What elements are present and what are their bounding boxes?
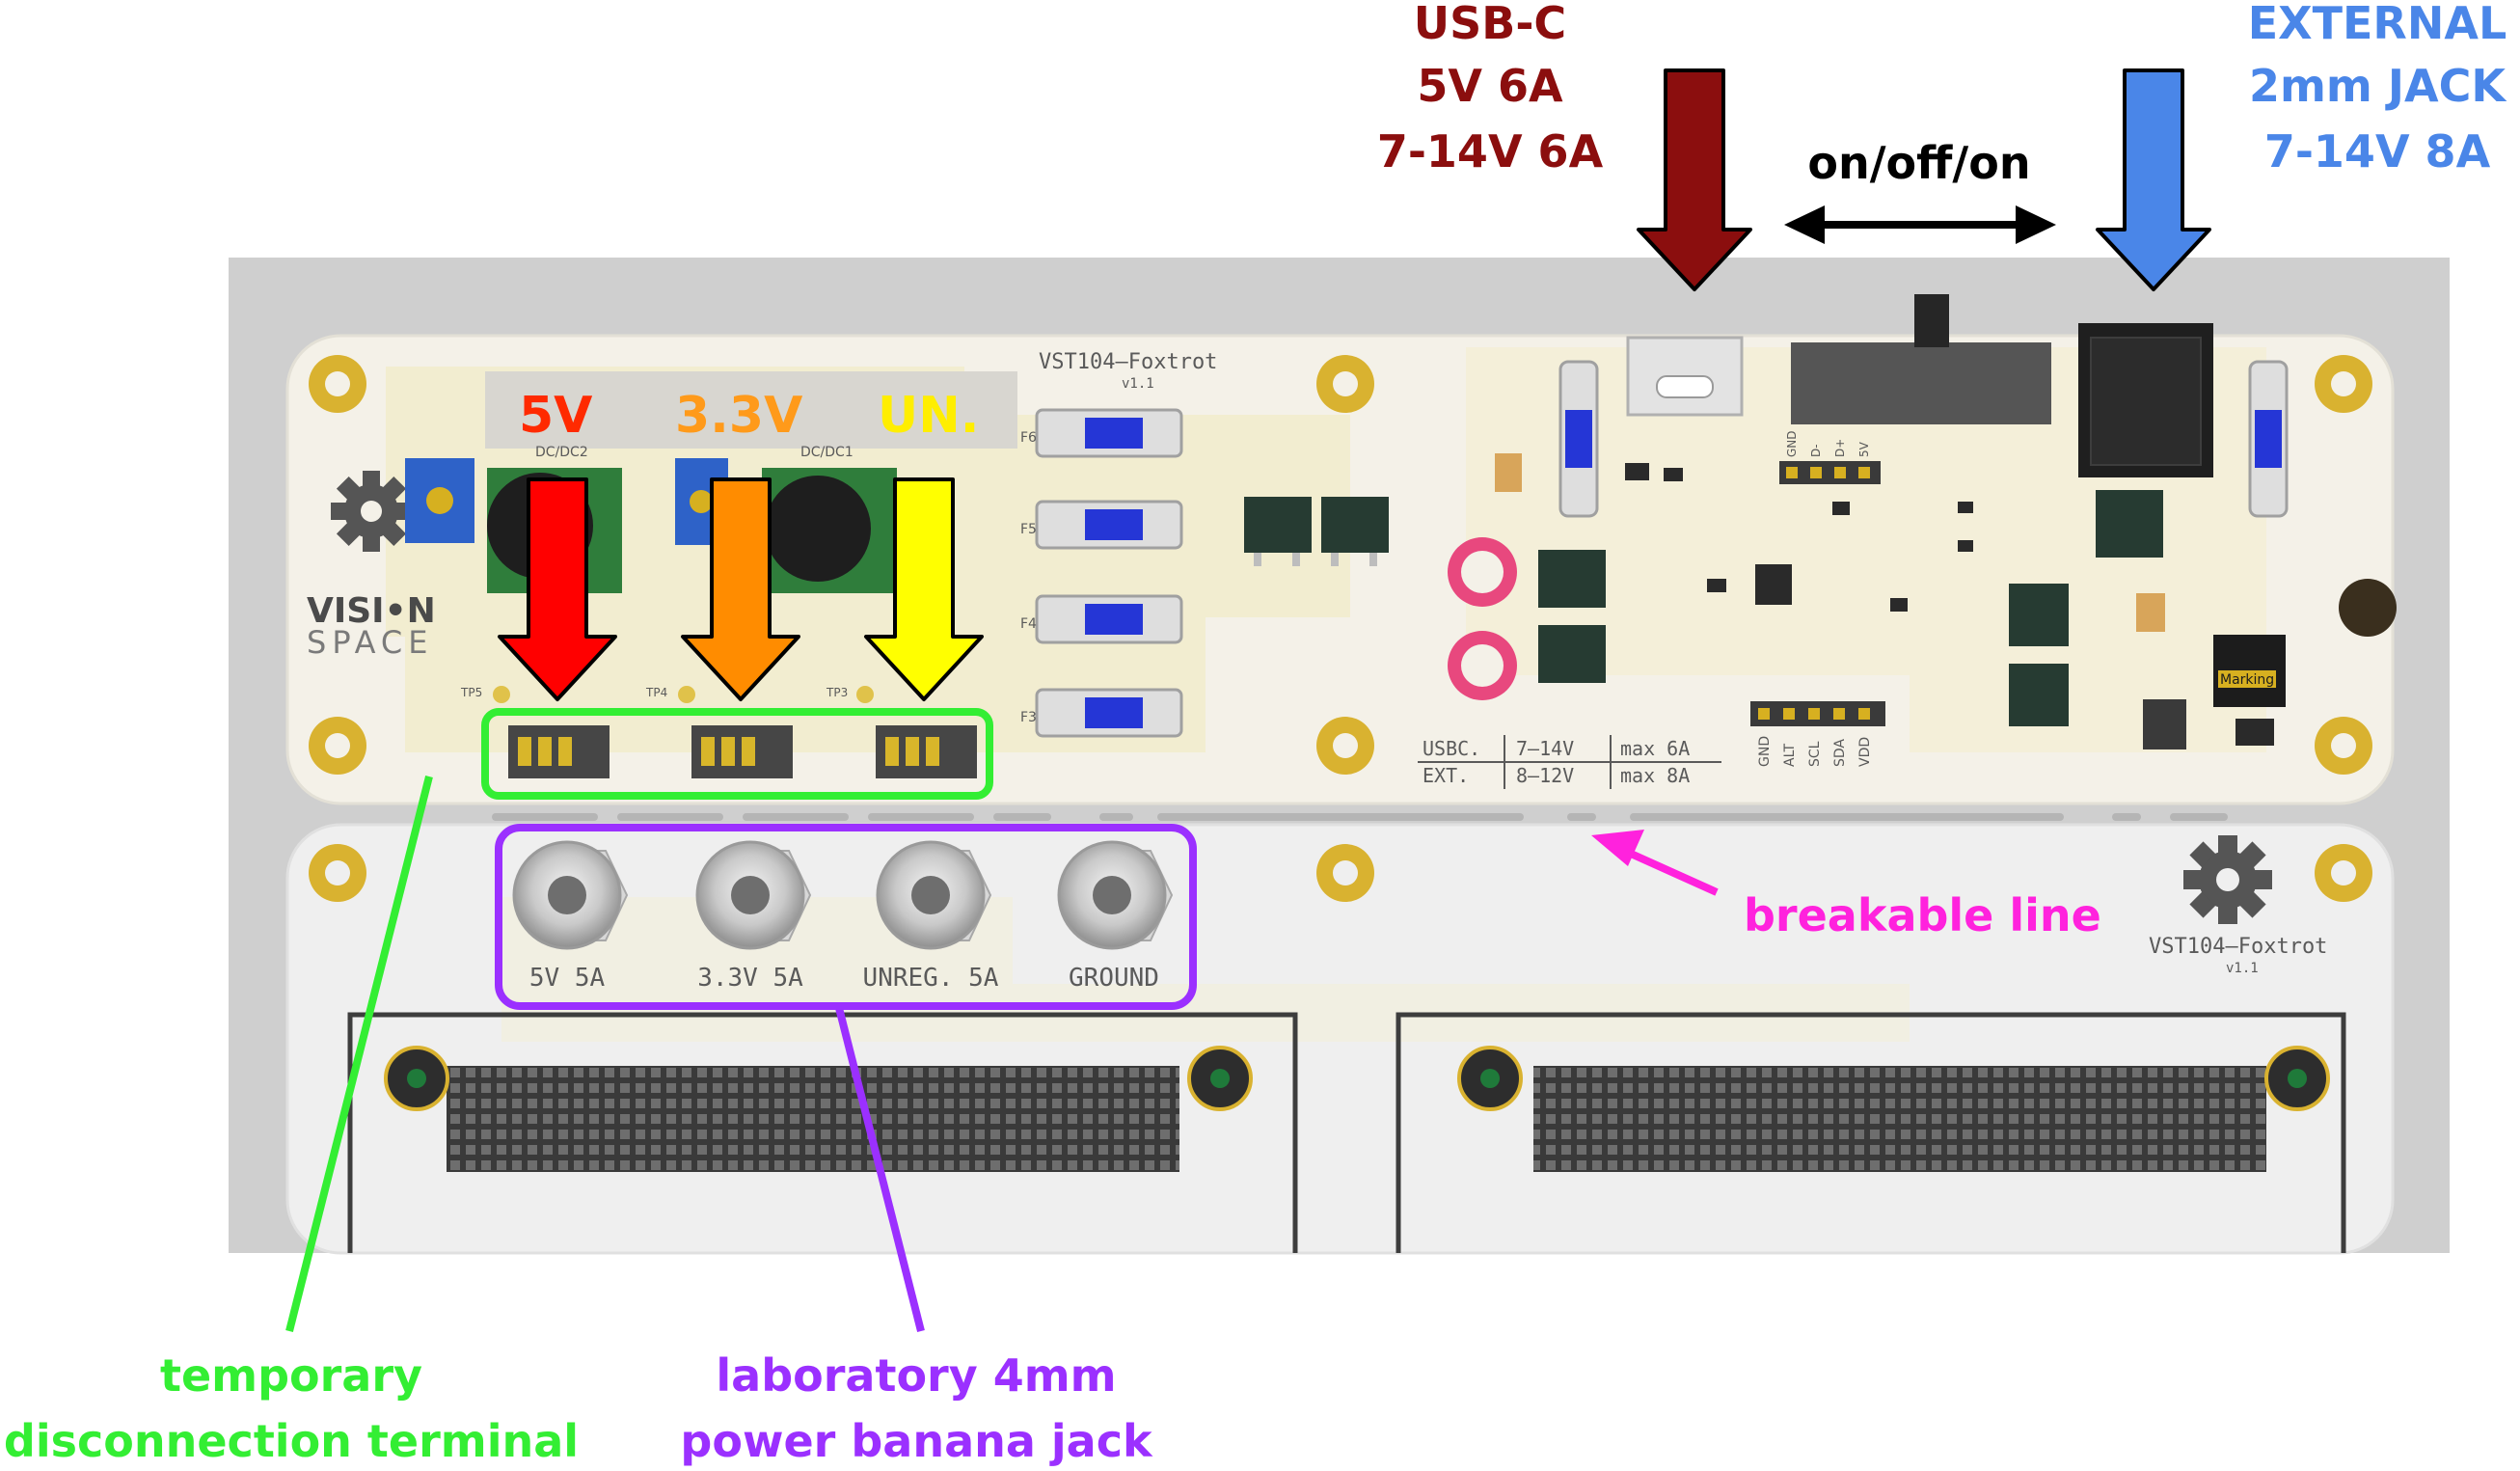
terminal-highlight-box [481, 708, 993, 800]
banana-highlight-box [495, 824, 1197, 1010]
i2c-pin-3: SDA [1832, 739, 1848, 767]
gear-icon [331, 471, 412, 552]
debug-pin-0: GND [1785, 430, 1799, 457]
module-label-1: DC/DC1 [800, 445, 854, 460]
rail-label-3v3: 3.3V [675, 387, 802, 445]
test-points: TP5 TP4 TP3 [460, 686, 874, 703]
gear-icon-lower [2183, 835, 2272, 924]
i2c-pin-4: VDD [1857, 737, 1873, 767]
terminal-callout-line1: temporary [160, 1349, 422, 1402]
disconnection-terminals [508, 725, 977, 778]
debug-pin-2: D+ [1833, 439, 1847, 457]
usbc-connector [1626, 336, 1744, 417]
i2c-pin-1: ALT [1782, 744, 1798, 767]
banana-callout-line1: laboratory 4mm [716, 1349, 1116, 1402]
usbc-callout-line3: 7-14V 6A [1377, 125, 1604, 177]
logo-vision: VISI•N [307, 591, 436, 631]
fuse-bank: F6 F5 F4 F3 [1020, 408, 1183, 738]
potentiometer-rv2 [405, 458, 474, 543]
fuse-ref-f3: F3 [1020, 710, 1037, 725]
module-label-2: DC/DC2 [535, 445, 588, 460]
external-jack [2078, 323, 2213, 477]
banana-leader-line [835, 1007, 925, 1332]
tp5: TP5 [460, 686, 482, 699]
breakable-label: breakable line [1744, 889, 2101, 941]
tp3: TP3 [826, 686, 848, 699]
banana-callout-line2: power banana jack [680, 1415, 1153, 1467]
terminal-callout-line2: disconnection terminal [4, 1415, 579, 1467]
jack-label-ground: GROUND [1069, 964, 1159, 993]
rail-label-un: UN. [878, 387, 980, 445]
fuse-f6 [1035, 408, 1183, 458]
board-title: VST104—Foxtrot [1039, 350, 1217, 374]
jack-5v [512, 840, 629, 950]
rail-label-strip [485, 371, 1017, 449]
usbc-callout-line2: 5V 6A [1417, 60, 1563, 112]
pc104-connectors [347, 1012, 2346, 1253]
jack-3v3 [695, 840, 812, 950]
external-callout-line3: 7-14V 8A [2264, 125, 2491, 177]
rating-r1c2: max 8A [1620, 764, 1690, 787]
copper-pour-right [1466, 347, 2266, 752]
slide-switch [1791, 294, 2051, 424]
jack-ground [1057, 840, 1174, 950]
component-marking: Marking [2220, 672, 2274, 688]
usbc-callout-line1: USB-C [1414, 0, 1566, 49]
debug-pin-3: 5V [1857, 441, 1871, 457]
rating-r0c2: max 6A [1620, 737, 1690, 760]
smd-components: Marking [1495, 453, 2286, 749]
fuse-ref-f6: F6 [1020, 430, 1037, 446]
rail-label-5v: 5V [519, 387, 592, 445]
i2c-pin-0: GND [1757, 736, 1773, 767]
breakable-line-slots [492, 813, 2228, 821]
lower-board-version: v1.1 [2226, 961, 2259, 976]
jack-label-unreg: UNREG. 5A [863, 964, 999, 993]
external-callout-line2: 2mm JACK [2249, 60, 2507, 112]
fuse-f4 [1035, 594, 1183, 644]
mosfets [1244, 490, 2163, 726]
debug-pin-1: D- [1809, 444, 1823, 457]
electrolytic-caps [1448, 537, 2397, 700]
external-arrow-icon [2096, 68, 2211, 291]
tp4: TP4 [645, 686, 667, 699]
logo-space: SPACE [307, 624, 433, 661]
usb-debug-header: GND D- D+ 5V [1779, 430, 1881, 484]
banana-jacks: 5V 5A 3.3V 5A UNREG. 5A GROUND [512, 840, 1174, 993]
rating-table: USBC. 7—14V max 6A EXT. 8—12V max 8A [1418, 735, 1721, 789]
switch-double-arrow-icon [1784, 205, 2056, 244]
i2c-header: GND ALT SCL SDA VDD [1750, 701, 1885, 767]
usbc-arrow-icon [1637, 68, 1752, 291]
fuse-ref-f4: F4 [1020, 616, 1037, 632]
i2c-pin-2: SCL [1807, 741, 1823, 767]
arrow-5v-icon [498, 477, 617, 701]
breakable-arrow-icon [1591, 830, 1719, 896]
fuse-ref-f5: F5 [1020, 522, 1037, 537]
switch-label: on/off/on [1807, 137, 2030, 189]
arrow-3v3-icon [681, 477, 800, 701]
rating-r1c1: 8—12V [1516, 764, 1574, 787]
jack-label-3v3: 3.3V 5A [697, 964, 803, 993]
jack-label-5v: 5V 5A [529, 964, 606, 993]
rating-r0c0: USBC. [1423, 737, 1480, 760]
mounting-holes [309, 355, 2372, 902]
fuse-f5 [1035, 500, 1183, 550]
fuse-f3 [1035, 688, 1183, 738]
jack-unreg [876, 840, 992, 950]
terminal-leader-line [285, 776, 433, 1332]
lower-board-title: VST104—Foxtrot [2149, 935, 2327, 959]
external-callout-line1: EXTERNAL [2248, 0, 2507, 49]
rating-r0c1: 7—14V [1516, 737, 1574, 760]
dcdc-module-1: DC/DC1 [762, 445, 897, 593]
board-version: v1.1 [1122, 376, 1154, 392]
mosfet-legs [1254, 553, 1377, 566]
arrow-un-icon [864, 477, 984, 701]
rating-r1c0: EXT. [1423, 764, 1469, 787]
